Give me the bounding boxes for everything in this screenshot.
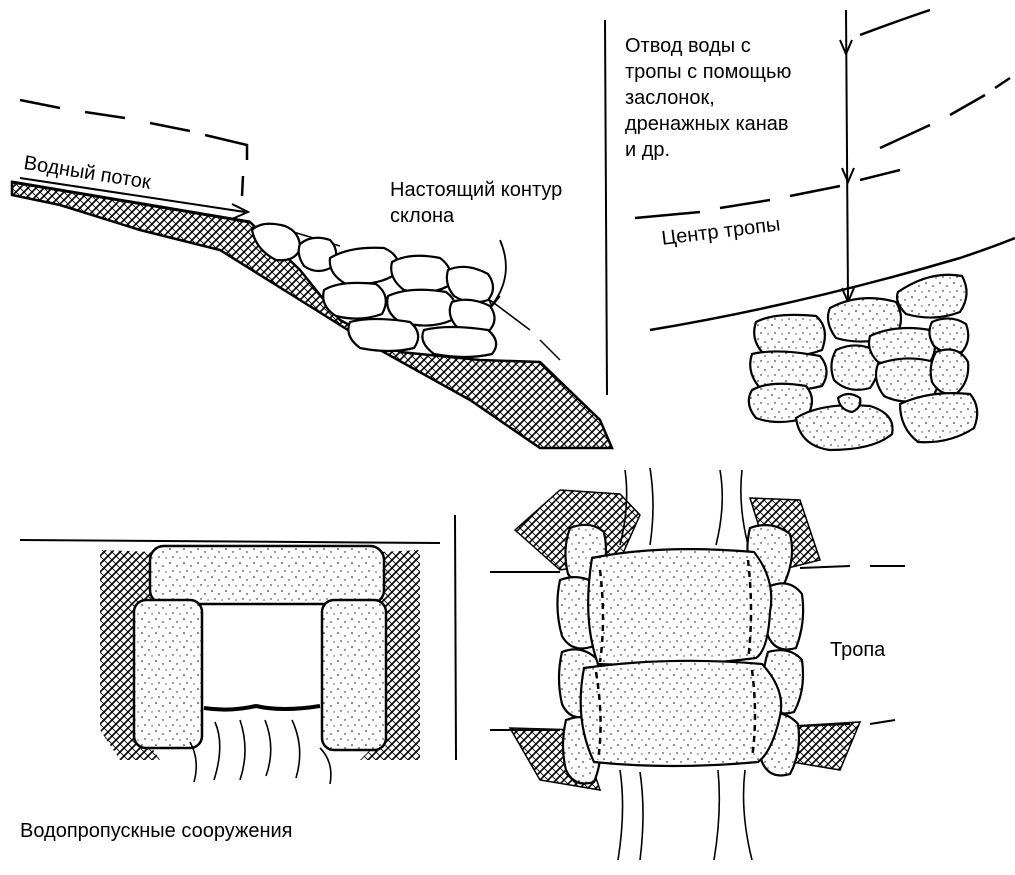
waterbar-stones bbox=[749, 275, 977, 450]
trail-edge-dashed-mid bbox=[880, 78, 1010, 148]
stream-lines-top bbox=[620, 468, 748, 545]
culvert-plan-stones bbox=[557, 525, 803, 784]
trail-edge-curve-upper bbox=[860, 10, 930, 35]
panel-divider-upper bbox=[605, 20, 607, 395]
culverts-caption: Водопропускные сооружения bbox=[20, 818, 293, 844]
panel-divider-lower bbox=[455, 515, 456, 760]
culvert-cap-stone bbox=[150, 546, 384, 604]
contour-pointer-arrow bbox=[492, 240, 506, 305]
culvert-water-surface bbox=[204, 706, 320, 710]
drainage-note-label: Отвод воды с тропы с помощью заслонок, д… bbox=[625, 33, 791, 163]
culvert-plan-cap-upper bbox=[588, 549, 771, 665]
trail-label: Тропа bbox=[830, 637, 885, 663]
trail-center-dashed bbox=[635, 170, 900, 218]
true-slope-contour-label: Настоящий контур склона bbox=[390, 177, 562, 229]
trail-culvert-panel bbox=[490, 468, 905, 860]
culvert-left-stone bbox=[134, 600, 202, 748]
culvert-water-lines bbox=[190, 720, 331, 784]
stream-lines-bottom bbox=[618, 770, 752, 860]
culvert-right-stone bbox=[322, 600, 386, 750]
slope-section-panel bbox=[12, 100, 612, 448]
culvert-plan-cap-lower bbox=[581, 661, 782, 766]
culvert-ground-line bbox=[20, 540, 440, 543]
culvert-section-panel bbox=[20, 540, 440, 784]
